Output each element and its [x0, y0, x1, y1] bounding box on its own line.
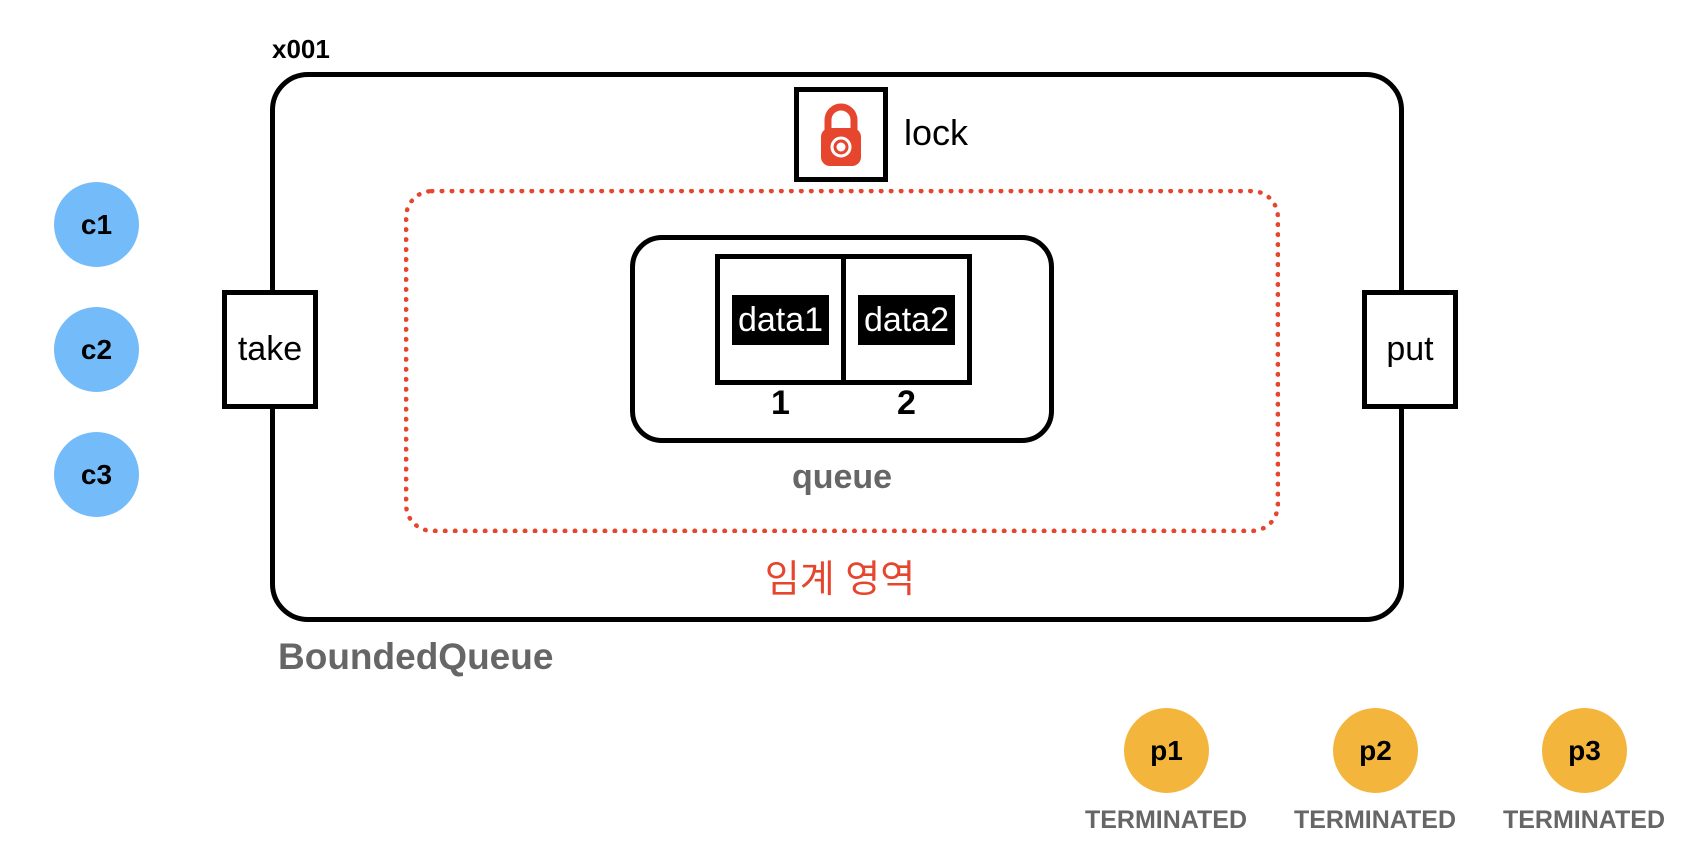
object-id-label: x001	[272, 34, 330, 64]
producer-thread-p1: p1	[1124, 708, 1209, 793]
producer-state-label: TERMINATED	[1084, 806, 1248, 834]
class-name-label: BoundedQueue	[278, 636, 554, 677]
lock-box	[794, 87, 888, 182]
queue-slot-index: 2	[897, 384, 916, 422]
producer-label: p2	[1359, 734, 1392, 766]
consumer-thread-c1: c1	[54, 182, 139, 267]
producer-state-label: TERMINATED	[1502, 806, 1666, 834]
lock-label: lock	[904, 112, 969, 153]
queue-item: data1	[731, 294, 830, 345]
consumer-label: c2	[80, 333, 113, 365]
producer-label: p3	[1568, 734, 1601, 766]
queue-slot: data2	[841, 254, 972, 385]
consumer-label: c1	[80, 208, 113, 240]
consumer-thread-c3: c3	[54, 432, 139, 517]
queue-slot: data1	[715, 254, 846, 385]
critical-section-region	[404, 189, 1280, 533]
take-label: take	[237, 330, 303, 368]
producer-thread-p3: p3	[1542, 708, 1627, 793]
queue-item: data2	[857, 294, 956, 345]
queue-container	[630, 235, 1054, 443]
padlock-icon	[821, 103, 861, 166]
producer-label: p1	[1150, 734, 1183, 766]
take-method-port: take	[222, 290, 318, 409]
queue-slot-index: 1	[771, 384, 790, 422]
put-label: put	[1386, 330, 1434, 368]
consumer-thread-c2: c2	[54, 307, 139, 392]
producer-thread-p2: p2	[1333, 708, 1418, 793]
queue-label: queue	[791, 458, 893, 496]
consumer-label: c3	[80, 458, 113, 490]
critical-section-label: 임계 영역	[764, 559, 916, 601]
producer-state-label: TERMINATED	[1293, 806, 1457, 834]
put-method-port: put	[1362, 290, 1458, 409]
